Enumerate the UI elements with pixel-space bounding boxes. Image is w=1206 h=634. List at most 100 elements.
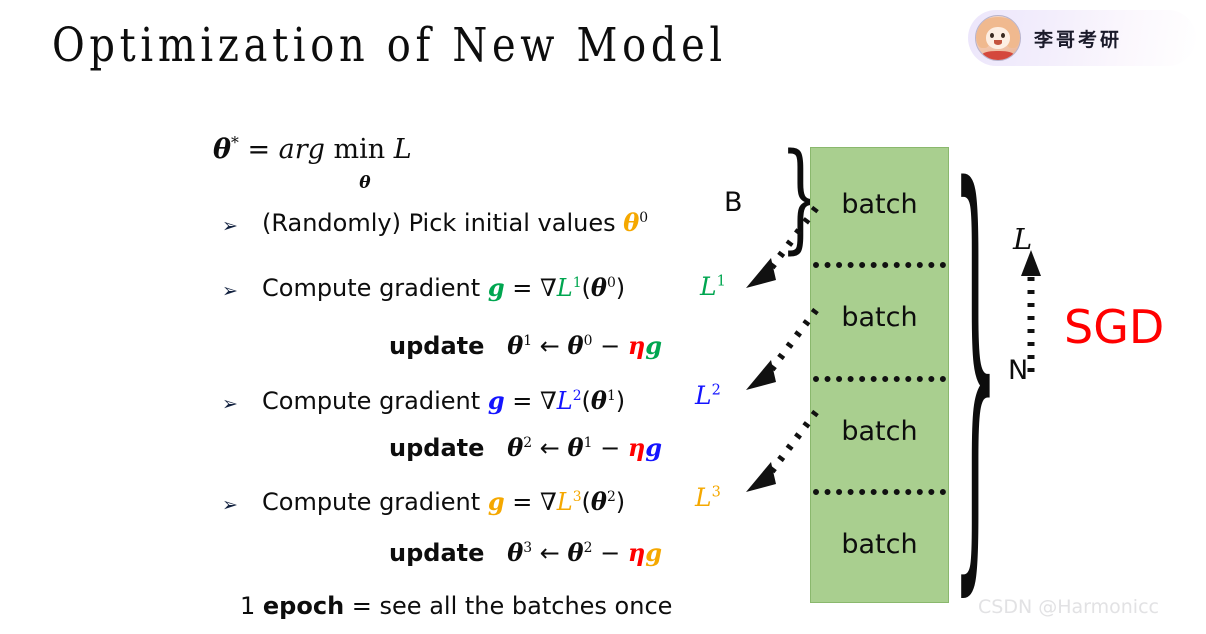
update-eta: η [627, 433, 646, 462]
paren-open: ( [581, 274, 591, 302]
batch-cell: batch [841, 302, 918, 334]
epoch-keyword: epoch [262, 592, 345, 620]
update-minus: − [600, 434, 621, 462]
objective-equals: = [247, 134, 271, 165]
gradient-arg-exponent: 2 [606, 489, 616, 505]
watermark: CSDN @Harmonicc [978, 596, 1159, 618]
gradient-loss-exponent: 1 [572, 275, 582, 291]
paren-close: ) [615, 387, 626, 415]
gradient-equals: = [512, 274, 533, 302]
dataset-batch-column: batch batch batch batch [810, 147, 949, 603]
loss-label-3: L3 [695, 483, 721, 512]
objective-min: min [333, 134, 386, 165]
step-row-gradient-2: ➢ Compute gradient g = ∇L2(θ1) [222, 386, 625, 415]
update-arrow-icon: ← [539, 332, 560, 360]
paren-close: ) [615, 488, 626, 516]
update-label: update [389, 332, 485, 360]
step-label: Compute gradient g = ∇L1(θ0) [262, 273, 626, 302]
update-theta-new: θ [507, 433, 524, 462]
gradient-loss: L [556, 488, 573, 516]
gradient-g: g [487, 487, 505, 516]
gradient-g: g [487, 273, 505, 302]
label-total-loss-L: L [1013, 222, 1033, 256]
update-minus: − [600, 539, 621, 567]
step-theta-exponent: 0 [639, 210, 649, 226]
bullet-arrow-icon: ➢ [222, 215, 238, 237]
step-row-gradient-1: ➢ Compute gradient g = ∇L1(θ0) [222, 273, 625, 302]
gradient-arg-exponent: 1 [606, 388, 616, 404]
step-label: Compute gradient g = ∇L3(θ2) [262, 487, 626, 516]
batch-separator [813, 376, 946, 382]
batch-to-loss-arrow-2-icon [746, 307, 819, 390]
update-row-3: update θ3 ← θ2 − ηg [389, 538, 662, 567]
update-theta-old: θ [567, 331, 584, 360]
update-theta-old: θ [567, 538, 584, 567]
update-theta-old-exponent: 0 [583, 333, 593, 349]
update-theta-old: θ [567, 433, 584, 462]
update-arrow-icon: ← [539, 434, 560, 462]
update-theta-old-exponent: 1 [583, 435, 593, 451]
sgd-label: SGD [1064, 300, 1165, 354]
nabla-icon: ∇ [539, 274, 557, 302]
avatar-eye-right [1001, 33, 1005, 38]
label-batch-size-B: B [724, 187, 743, 218]
paren-close: ) [615, 274, 626, 302]
step-row-initial-values: ➢ (Randomly) Pick initial values θ0 [222, 208, 648, 237]
gradient-loss: L [556, 387, 573, 415]
step-label: (Randomly) Pick initial values θ0 [262, 208, 649, 237]
brace-dataset-size: } [952, 97, 999, 632]
paren-open: ( [581, 488, 591, 516]
batch-cell: batch [841, 416, 918, 448]
update-minus: − [600, 332, 621, 360]
update-label: update [389, 434, 485, 462]
loss-label-2: L2 [695, 381, 721, 410]
step-theta: θ [623, 208, 640, 237]
gradient-arg-theta: θ [590, 273, 607, 302]
update-row-1: update θ1 ← θ0 − ηg [389, 331, 662, 360]
update-row-2: update θ2 ← θ1 − ηg [389, 433, 662, 462]
anime-girl-avatar-icon [975, 15, 1021, 61]
gradient-equals: = [512, 387, 533, 415]
gradient-arg-theta: θ [590, 487, 607, 516]
gradient-loss-exponent: 3 [572, 489, 582, 505]
update-theta-new-exponent: 1 [523, 333, 533, 349]
label-dataset-size-N: N [1008, 355, 1029, 386]
update-g: g [645, 433, 663, 462]
epoch-note: 1 epoch = see all the batches once [240, 592, 673, 620]
nabla-icon: ∇ [539, 387, 557, 415]
batch-to-loss-arrow-3-icon [746, 409, 819, 492]
channel-logo-badge: 李哥考研 [968, 10, 1196, 66]
channel-name-label: 李哥考研 [1034, 28, 1123, 51]
paren-open: ( [581, 387, 591, 415]
objective-star: * [231, 133, 239, 152]
avatar-mouth [994, 40, 1002, 45]
update-theta-new: θ [507, 538, 524, 567]
update-g: g [645, 538, 663, 567]
gradient-loss: L [556, 274, 573, 302]
gradient-arg-exponent: 0 [606, 275, 616, 291]
bullet-arrow-icon: ➢ [222, 393, 238, 415]
bullet-arrow-icon: ➢ [222, 494, 238, 516]
update-theta-new-exponent: 2 [523, 435, 533, 451]
page-title: Optimization of New Model [52, 18, 727, 73]
update-theta-new: θ [507, 331, 524, 360]
objective-arg: arg [278, 134, 325, 165]
update-label: update [389, 539, 485, 567]
nabla-icon: ∇ [539, 488, 557, 516]
total-loss-arrow-icon [1021, 250, 1041, 372]
gradient-arg-theta: θ [590, 386, 607, 415]
batch-cell: batch [841, 529, 918, 561]
avatar-bangs [983, 17, 1013, 30]
update-theta-new-exponent: 3 [523, 540, 533, 556]
update-arrow-icon: ← [539, 539, 560, 567]
objective-loss: L [393, 134, 412, 165]
batch-separator [813, 262, 946, 268]
update-g: g [645, 331, 663, 360]
gradient-loss-exponent: 2 [572, 388, 582, 404]
loss-label-1: L1 [700, 272, 726, 301]
avatar-eye-left [990, 33, 994, 38]
update-theta-old-exponent: 2 [583, 540, 593, 556]
step-label: Compute gradient g = ∇L2(θ1) [262, 386, 626, 415]
